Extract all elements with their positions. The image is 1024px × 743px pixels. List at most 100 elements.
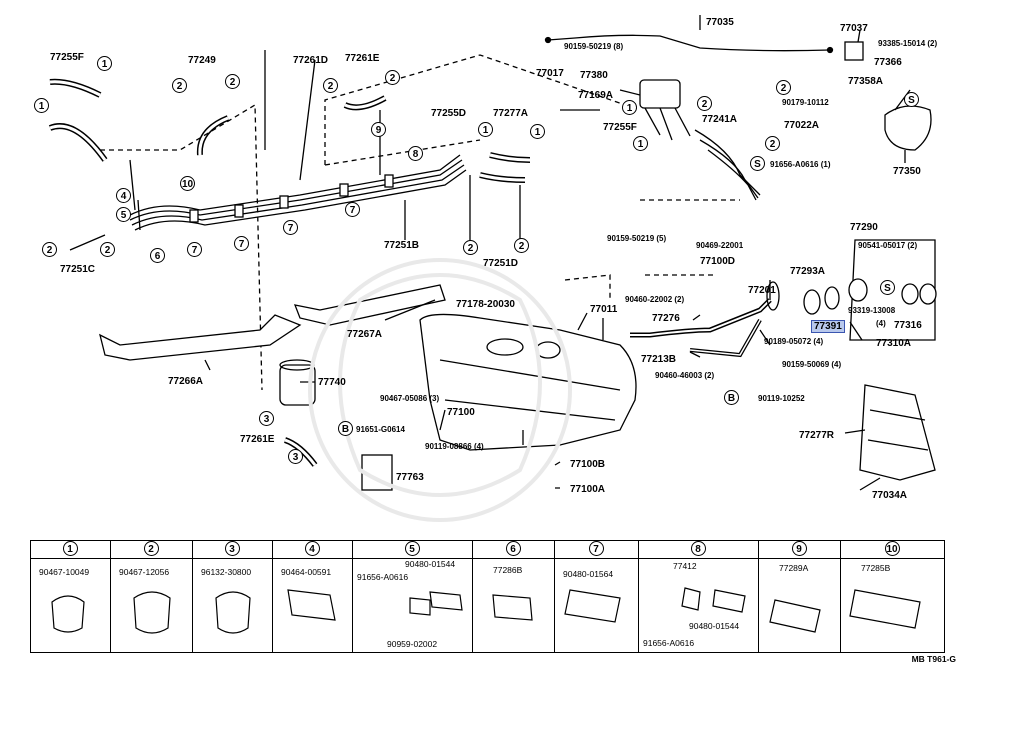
label-77034A: 77034A xyxy=(872,490,908,501)
callout-1: 1 xyxy=(478,122,493,137)
legend-part: 77286B xyxy=(493,565,523,575)
label-77276: 77276 xyxy=(652,313,680,324)
label-91651: 91651-G0614 xyxy=(356,425,405,434)
legend-callout: 2 xyxy=(143,541,159,556)
label-77022A: 77022A xyxy=(784,120,820,131)
fuel-lid xyxy=(884,105,932,151)
callout-B: B xyxy=(338,421,353,436)
legend-cell-2: 2 90467-12056 xyxy=(111,541,193,652)
label-90179: 90179-10112 xyxy=(782,98,829,107)
legend-sketches xyxy=(51,587,921,634)
label-77255D: 77255D xyxy=(431,108,467,119)
bracket-77266A xyxy=(99,314,302,361)
legend-part: 91656-A0616 xyxy=(357,572,409,582)
label-77251C: 77251C xyxy=(60,264,96,275)
legend-cell-10: 10 77285B xyxy=(841,541,944,652)
callout-7: 7 xyxy=(187,242,202,257)
callout-9: 9 xyxy=(371,122,386,137)
callout-1: 1 xyxy=(97,56,112,71)
callout-2: 2 xyxy=(514,238,529,253)
label-77366: 77366 xyxy=(874,57,902,68)
callout-1: 1 xyxy=(34,98,49,113)
diagram-code: MB T961-G xyxy=(911,654,956,664)
label-90159-b: 90159-50219 (5) xyxy=(607,234,667,243)
label-93319: 93319-13008 xyxy=(848,306,896,315)
label-91656-a: 91656-A0616 (1) xyxy=(770,160,831,169)
callout-2: 2 xyxy=(765,136,780,151)
watermark-emblem xyxy=(308,258,572,522)
label-90469: 90469-22001 xyxy=(696,241,744,250)
legend-callout: 4 xyxy=(304,541,320,556)
label-77261E-top: 77261E xyxy=(345,53,380,64)
label-77241A: 77241A xyxy=(702,114,738,125)
legend-callout: 9 xyxy=(791,541,807,556)
callout-7: 7 xyxy=(234,236,249,251)
callout-5: 5 xyxy=(116,207,131,222)
legend-callout: 1 xyxy=(62,541,78,556)
callout-2: 2 xyxy=(385,70,400,85)
label-77011: 77011 xyxy=(590,304,618,315)
callout-2: 2 xyxy=(42,242,57,257)
label-90159-a: 90159-50219 (8) xyxy=(564,42,624,51)
label-77290: 77290 xyxy=(850,222,878,233)
callout-2: 2 xyxy=(323,78,338,93)
label-77277A: 77277A xyxy=(493,108,529,119)
label-90119-b: 90119-08866 (4) xyxy=(425,442,484,451)
legend-part: 90480-01544 xyxy=(689,621,740,631)
label-77763: 77763 xyxy=(396,472,424,483)
legend-cell-1: 1 90467-10049 xyxy=(31,541,111,652)
charcoal-canister xyxy=(279,364,316,406)
legend-cell-3: 3 96132-30800 xyxy=(193,541,273,652)
callout-8: 8 xyxy=(408,146,423,161)
label-77169A: 77169A xyxy=(578,90,614,101)
callout-B: B xyxy=(724,390,739,405)
label-77740: 77740 xyxy=(318,377,346,388)
label-93319-qty: (4) xyxy=(876,319,886,328)
legend-callout: 7 xyxy=(588,541,604,556)
label-90467: 90467-05086 (3) xyxy=(380,394,440,403)
label-93385: 93385-15014 (2) xyxy=(878,39,938,48)
callout-7: 7 xyxy=(345,202,360,217)
callout-1: 1 xyxy=(530,124,545,139)
legend-part: 77412 xyxy=(673,561,697,571)
label-77201: 77201 xyxy=(748,285,776,296)
label-90460-b: 90460-46003 (2) xyxy=(655,371,715,380)
callout-S: S xyxy=(904,92,919,107)
label-77255F-top: 77255F xyxy=(603,122,637,133)
label-77035: 77035 xyxy=(706,17,734,28)
label-77178: 77178-20030 xyxy=(456,299,515,310)
label-90541: 90541-05017 (2) xyxy=(858,241,918,250)
label-77358A: 77358A xyxy=(848,76,884,87)
callout-2: 2 xyxy=(463,240,478,255)
legend-callout: 3 xyxy=(224,541,240,556)
callout-2: 2 xyxy=(100,242,115,257)
label-77267A: 77267A xyxy=(347,329,383,340)
legend-callout: 5 xyxy=(404,541,420,556)
legend-part: 90959-02002 xyxy=(387,639,438,649)
callout-7: 7 xyxy=(283,220,298,235)
callout-2: 2 xyxy=(225,74,240,89)
legend-part: 91656-A0616 xyxy=(643,638,695,648)
protector-77277R xyxy=(859,384,936,481)
callout-2: 2 xyxy=(776,80,791,95)
legend-cell-7: 7 90480-01564 xyxy=(555,541,639,652)
label-77017: 77017 xyxy=(536,68,564,79)
legend-cell-6: 6 77286B xyxy=(473,541,555,652)
label-77350: 77350 xyxy=(893,166,921,177)
legend-part: 90464-00591 xyxy=(281,567,332,577)
label-77391-highlighted[interactable]: 77391 xyxy=(811,320,845,333)
callout-2: 2 xyxy=(697,96,712,111)
label-77380: 77380 xyxy=(580,70,608,81)
legend-cell-8: 8 77412 90480-01544 91656-A0616 xyxy=(639,541,759,652)
legend-part: 90467-12056 xyxy=(119,567,170,577)
label-77100B: 77100B xyxy=(570,459,606,470)
legend-cell-5: 5 90480-01544 91656-A0616 90959-02002 xyxy=(353,541,473,652)
label-77266A: 77266A xyxy=(168,376,204,387)
callout-S: S xyxy=(750,156,765,171)
label-77316: 77316 xyxy=(894,320,922,331)
legend-part: 77289A xyxy=(779,563,809,573)
label-77249: 77249 xyxy=(188,55,216,66)
legend-cell-9: 9 77289A xyxy=(759,541,841,652)
callout-3: 3 xyxy=(259,411,274,426)
